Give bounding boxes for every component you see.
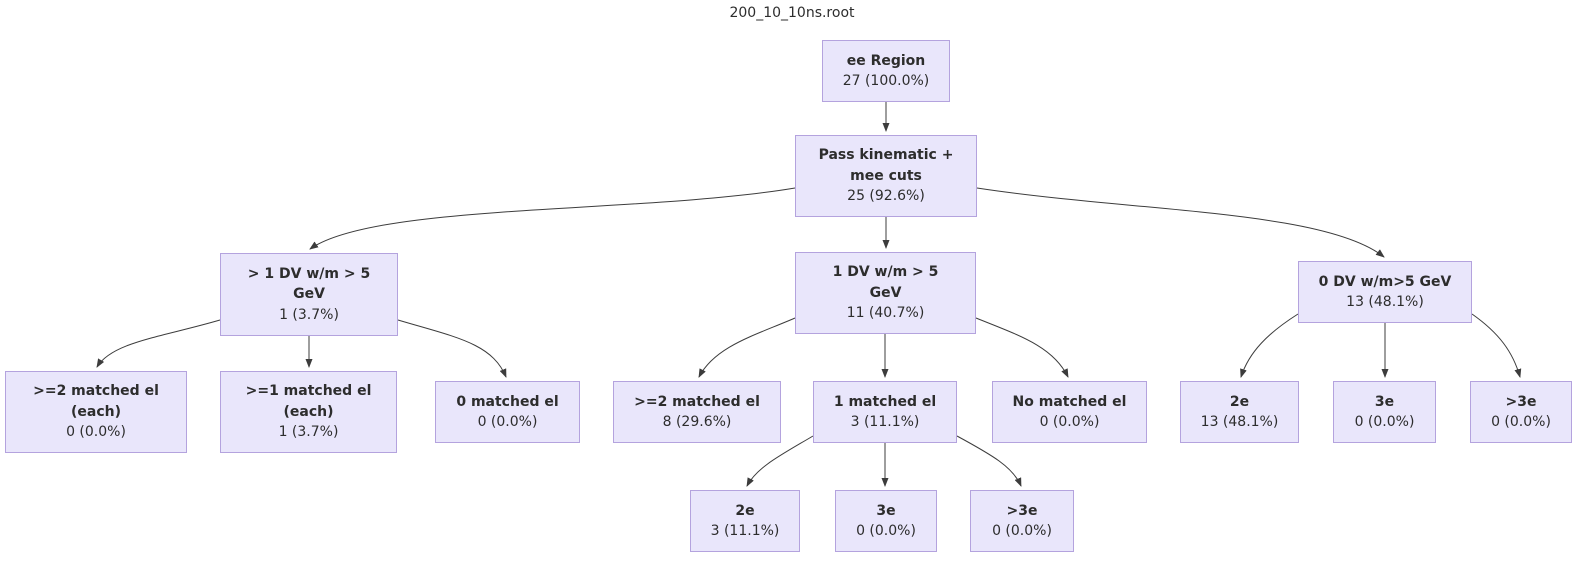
node-ge2-matched: >=2 matched el 8 (29.6%) (613, 381, 781, 443)
node-one-matched: 1 matched el 3 (11.1%) (813, 381, 957, 443)
node-title: 1 matched el (833, 393, 937, 410)
node-no-matched: No matched el 0 (0.0%) (992, 381, 1147, 443)
node-ge2-matched-each: >=2 matched el (each) 0 (0.0%) (5, 371, 187, 453)
diagram-title: 200_10_10ns.root (729, 5, 855, 21)
node-gt3e-mid: >3e 0 (0.0%) (970, 490, 1074, 552)
edge-pass-kinematic-to-zero-dv (976, 187, 1385, 258)
edge-one-matched-to-2e-mid (746, 435, 814, 487)
node-title: >=1 matched el (each) (245, 383, 372, 420)
node-3e-mid: 3e 0 (0.0%) (835, 490, 937, 552)
node-title: >3e (1505, 393, 1537, 410)
edge-one-dv-to-no-matched (975, 317, 1069, 378)
node-3e-right: 3e 0 (0.0%) (1333, 381, 1436, 443)
node-count: 0 (0.0%) (856, 523, 916, 539)
node-title: 2e (735, 502, 755, 519)
node-count: 3 (11.1%) (710, 523, 780, 539)
node-ee-region: ee Region 27 (100.0%) (822, 40, 950, 102)
node-count: 0 (0.0%) (1039, 414, 1100, 430)
node-count: 0 (0.0%) (992, 523, 1052, 539)
node-title: >=2 matched el (634, 393, 760, 410)
node-title: No matched el (1012, 393, 1127, 410)
node-count: 25 (92.6%) (847, 188, 925, 205)
edge-gt1-dv-to-zero-matched (397, 319, 507, 378)
node-count: 0 (0.0%) (1354, 414, 1415, 430)
node-count: 0 (0.0%) (477, 414, 538, 430)
node-title: 2e (1229, 393, 1250, 410)
node-2e-right: 2e 13 (48.1%) (1180, 381, 1299, 443)
node-count: 0 (0.0%) (1491, 414, 1551, 430)
node-title: >3e (1006, 502, 1038, 519)
edge-zero-dv-to-gt3e-right (1471, 313, 1522, 378)
node-title: 0 matched el (456, 393, 559, 410)
node-zero-dv: 0 DV w/m>5 GeV 13 (48.1%) (1298, 261, 1472, 323)
node-gt3e-right: >3e 0 (0.0%) (1470, 381, 1572, 443)
node-one-dv: 1 DV w/m > 5 GeV 11 (40.7%) (795, 252, 976, 334)
node-title: 0 DV w/m>5 GeV (1318, 273, 1452, 290)
node-count: 3 (11.1%) (850, 414, 920, 430)
edge-one-matched-to-gt3e-mid (956, 435, 1022, 487)
node-title: 3e (876, 502, 896, 519)
node-count: 13 (48.1%) (1346, 294, 1424, 310)
node-count: 13 (48.1%) (1200, 414, 1279, 430)
edge-pass-kinematic-to-gt1-dv (309, 187, 796, 250)
node-count: 11 (40.7%) (846, 305, 925, 322)
node-count: 1 (3.7%) (279, 306, 339, 323)
node-title: ee Region (846, 52, 926, 69)
edge-zero-dv-to-2e-right (1240, 313, 1299, 378)
node-count: 27 (100.0%) (842, 73, 930, 89)
node-title: >=2 matched el (each) (33, 383, 159, 420)
edge-one-dv-to-ge2-matched (698, 317, 796, 378)
node-2e-mid: 2e 3 (11.1%) (690, 490, 800, 552)
node-title: > 1 DV w/m > 5 GeV (247, 265, 371, 303)
node-title: Pass kinematic + mee cuts (818, 147, 954, 184)
node-pass-kinematic: Pass kinematic + mee cuts 25 (92.6%) (795, 135, 977, 217)
edge-gt1-dv-to-ge2-matched-each (96, 319, 221, 368)
node-count: 0 (0.0%) (66, 424, 126, 441)
node-title: 3e (1374, 393, 1395, 410)
node-zero-matched: 0 matched el 0 (0.0%) (435, 381, 580, 443)
node-count: 8 (29.6%) (662, 414, 732, 430)
node-count: 1 (3.7%) (278, 424, 339, 441)
node-ge1-matched-each: >=1 matched el (each) 1 (3.7%) (220, 371, 397, 453)
node-gt1-dv: > 1 DV w/m > 5 GeV 1 (3.7%) (220, 253, 398, 336)
node-title: 1 DV w/m > 5 GeV (832, 264, 939, 301)
